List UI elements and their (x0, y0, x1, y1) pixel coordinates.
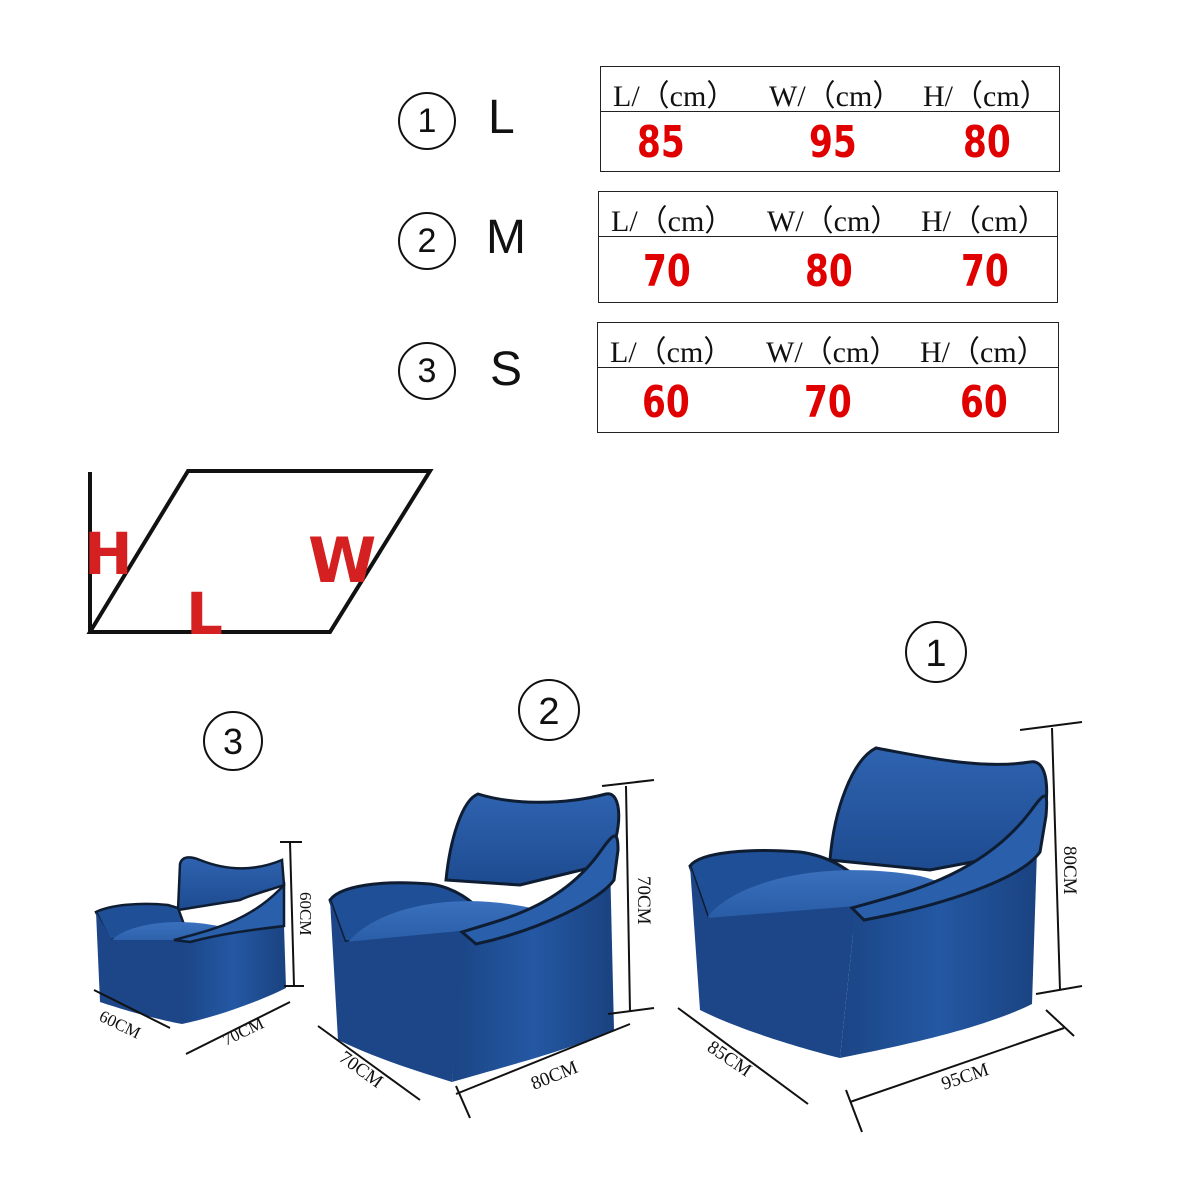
diagram-label-h: H (84, 520, 133, 588)
sofa-right-arm (849, 794, 1049, 922)
header-length: L/（cm） (613, 80, 737, 113)
sofa-front (452, 860, 614, 1082)
dimension-label-height: 80CM (1059, 846, 1080, 895)
value-height: 80 (963, 117, 1011, 168)
table-header: L/（cm） W/（cm） H/（cm） (598, 323, 1058, 369)
header-height: H/（cm） (921, 205, 1048, 238)
circle-number-3 (203, 711, 263, 771)
base-parallelogram (86, 469, 434, 634)
value-height: 60 (960, 377, 1008, 428)
sofa-front (180, 926, 286, 1024)
header-height: H/（cm） (920, 336, 1047, 369)
header-length: L/（cm） (611, 205, 735, 238)
table-header: L/（cm） W/（cm） H/（cm） (599, 192, 1057, 238)
sofa-seat (112, 922, 236, 958)
sofa-front (840, 820, 1038, 1058)
header-width: W/（cm） (767, 205, 901, 238)
dimension-label-height: 60CM (296, 892, 315, 935)
sofa-medium: 2 70CM 70CM 80CM (317, 679, 655, 1119)
table-header: L/（cm） W/（cm） H/（cm） (601, 67, 1059, 113)
dimension-line-width (185, 1001, 291, 1055)
sofa-number: 1 (925, 633, 946, 675)
size-table-medium: L/（cm） W/（cm） H/（cm） 70 80 70 (598, 191, 1058, 303)
sofa-right-arm (173, 881, 286, 944)
size-letter-m: M (486, 211, 526, 264)
sofa-left-front (690, 866, 856, 1058)
value-length: 70 (643, 246, 691, 297)
sofa-seat (348, 901, 565, 964)
value-width: 95 (809, 117, 857, 168)
size-table-small: L/（cm） W/（cm） H/（cm） 60 70 60 (597, 322, 1059, 433)
header-width: W/（cm） (769, 80, 903, 113)
sofa-left-arm (328, 881, 480, 944)
dimension-line-width (455, 1023, 631, 1095)
dimension-label-width: 95CM (939, 1059, 992, 1095)
dimension-line-height (289, 841, 295, 987)
dimension-label-length: 70CM (335, 1047, 387, 1093)
circle-number-3: 3 (398, 342, 456, 400)
dimension-line-length (317, 1025, 421, 1101)
dimension-label-length: 85CM (703, 1037, 755, 1082)
sofa-right-arm (458, 834, 620, 946)
dimension-line-length (93, 989, 171, 1029)
header-height: H/（cm） (923, 80, 1050, 113)
circle-number-1 (905, 621, 967, 683)
header-width: W/（cm） (766, 336, 900, 369)
sofa-left-arm (94, 902, 188, 942)
dimension-label-height: 70CM (633, 876, 654, 925)
dimension-label-length: 60CM (96, 1007, 143, 1043)
dimension-line-height (1051, 727, 1061, 991)
dimension-label-width: 70CM (219, 1013, 266, 1049)
dimension-line-length (677, 1007, 809, 1105)
sofa-left-front (96, 912, 190, 1024)
size-table-large: L/（cm） W/（cm） H/（cm） 85 95 80 (600, 66, 1060, 172)
size-letter-s: S (490, 343, 523, 396)
value-width: 70 (804, 377, 852, 428)
sofa-backrest (176, 856, 286, 912)
value-height: 70 (961, 246, 1009, 297)
value-length: 85 (637, 117, 685, 168)
diagram-label-l: L (186, 580, 223, 648)
dimension-line-height (625, 785, 631, 1013)
value-width: 80 (805, 246, 853, 297)
value-length: 60 (642, 377, 690, 428)
sofa-number: 2 (538, 691, 559, 733)
sofa-seat (708, 870, 956, 938)
sofa-number: 3 (223, 721, 243, 762)
sofa-small: 3 60CM 60CM 70CM (93, 711, 315, 1055)
dimension-label-width: 80CM (528, 1057, 581, 1095)
sofa-large: 1 80CM 85CM 95CM (677, 621, 1083, 1133)
circle-number-2: 2 (398, 212, 456, 270)
sofa-left-front (330, 900, 470, 1082)
size-letter-l: L (488, 91, 515, 144)
header-length: L/（cm） (610, 336, 734, 369)
sofa-backrest (444, 792, 621, 887)
circle-number-2 (518, 679, 580, 741)
sofa-left-arm (688, 849, 862, 920)
diagram-label-w: W (308, 524, 376, 597)
dimension-line-width (849, 1027, 1065, 1103)
sofa-backrest (828, 746, 1049, 872)
circle-number-1: 1 (398, 92, 456, 150)
